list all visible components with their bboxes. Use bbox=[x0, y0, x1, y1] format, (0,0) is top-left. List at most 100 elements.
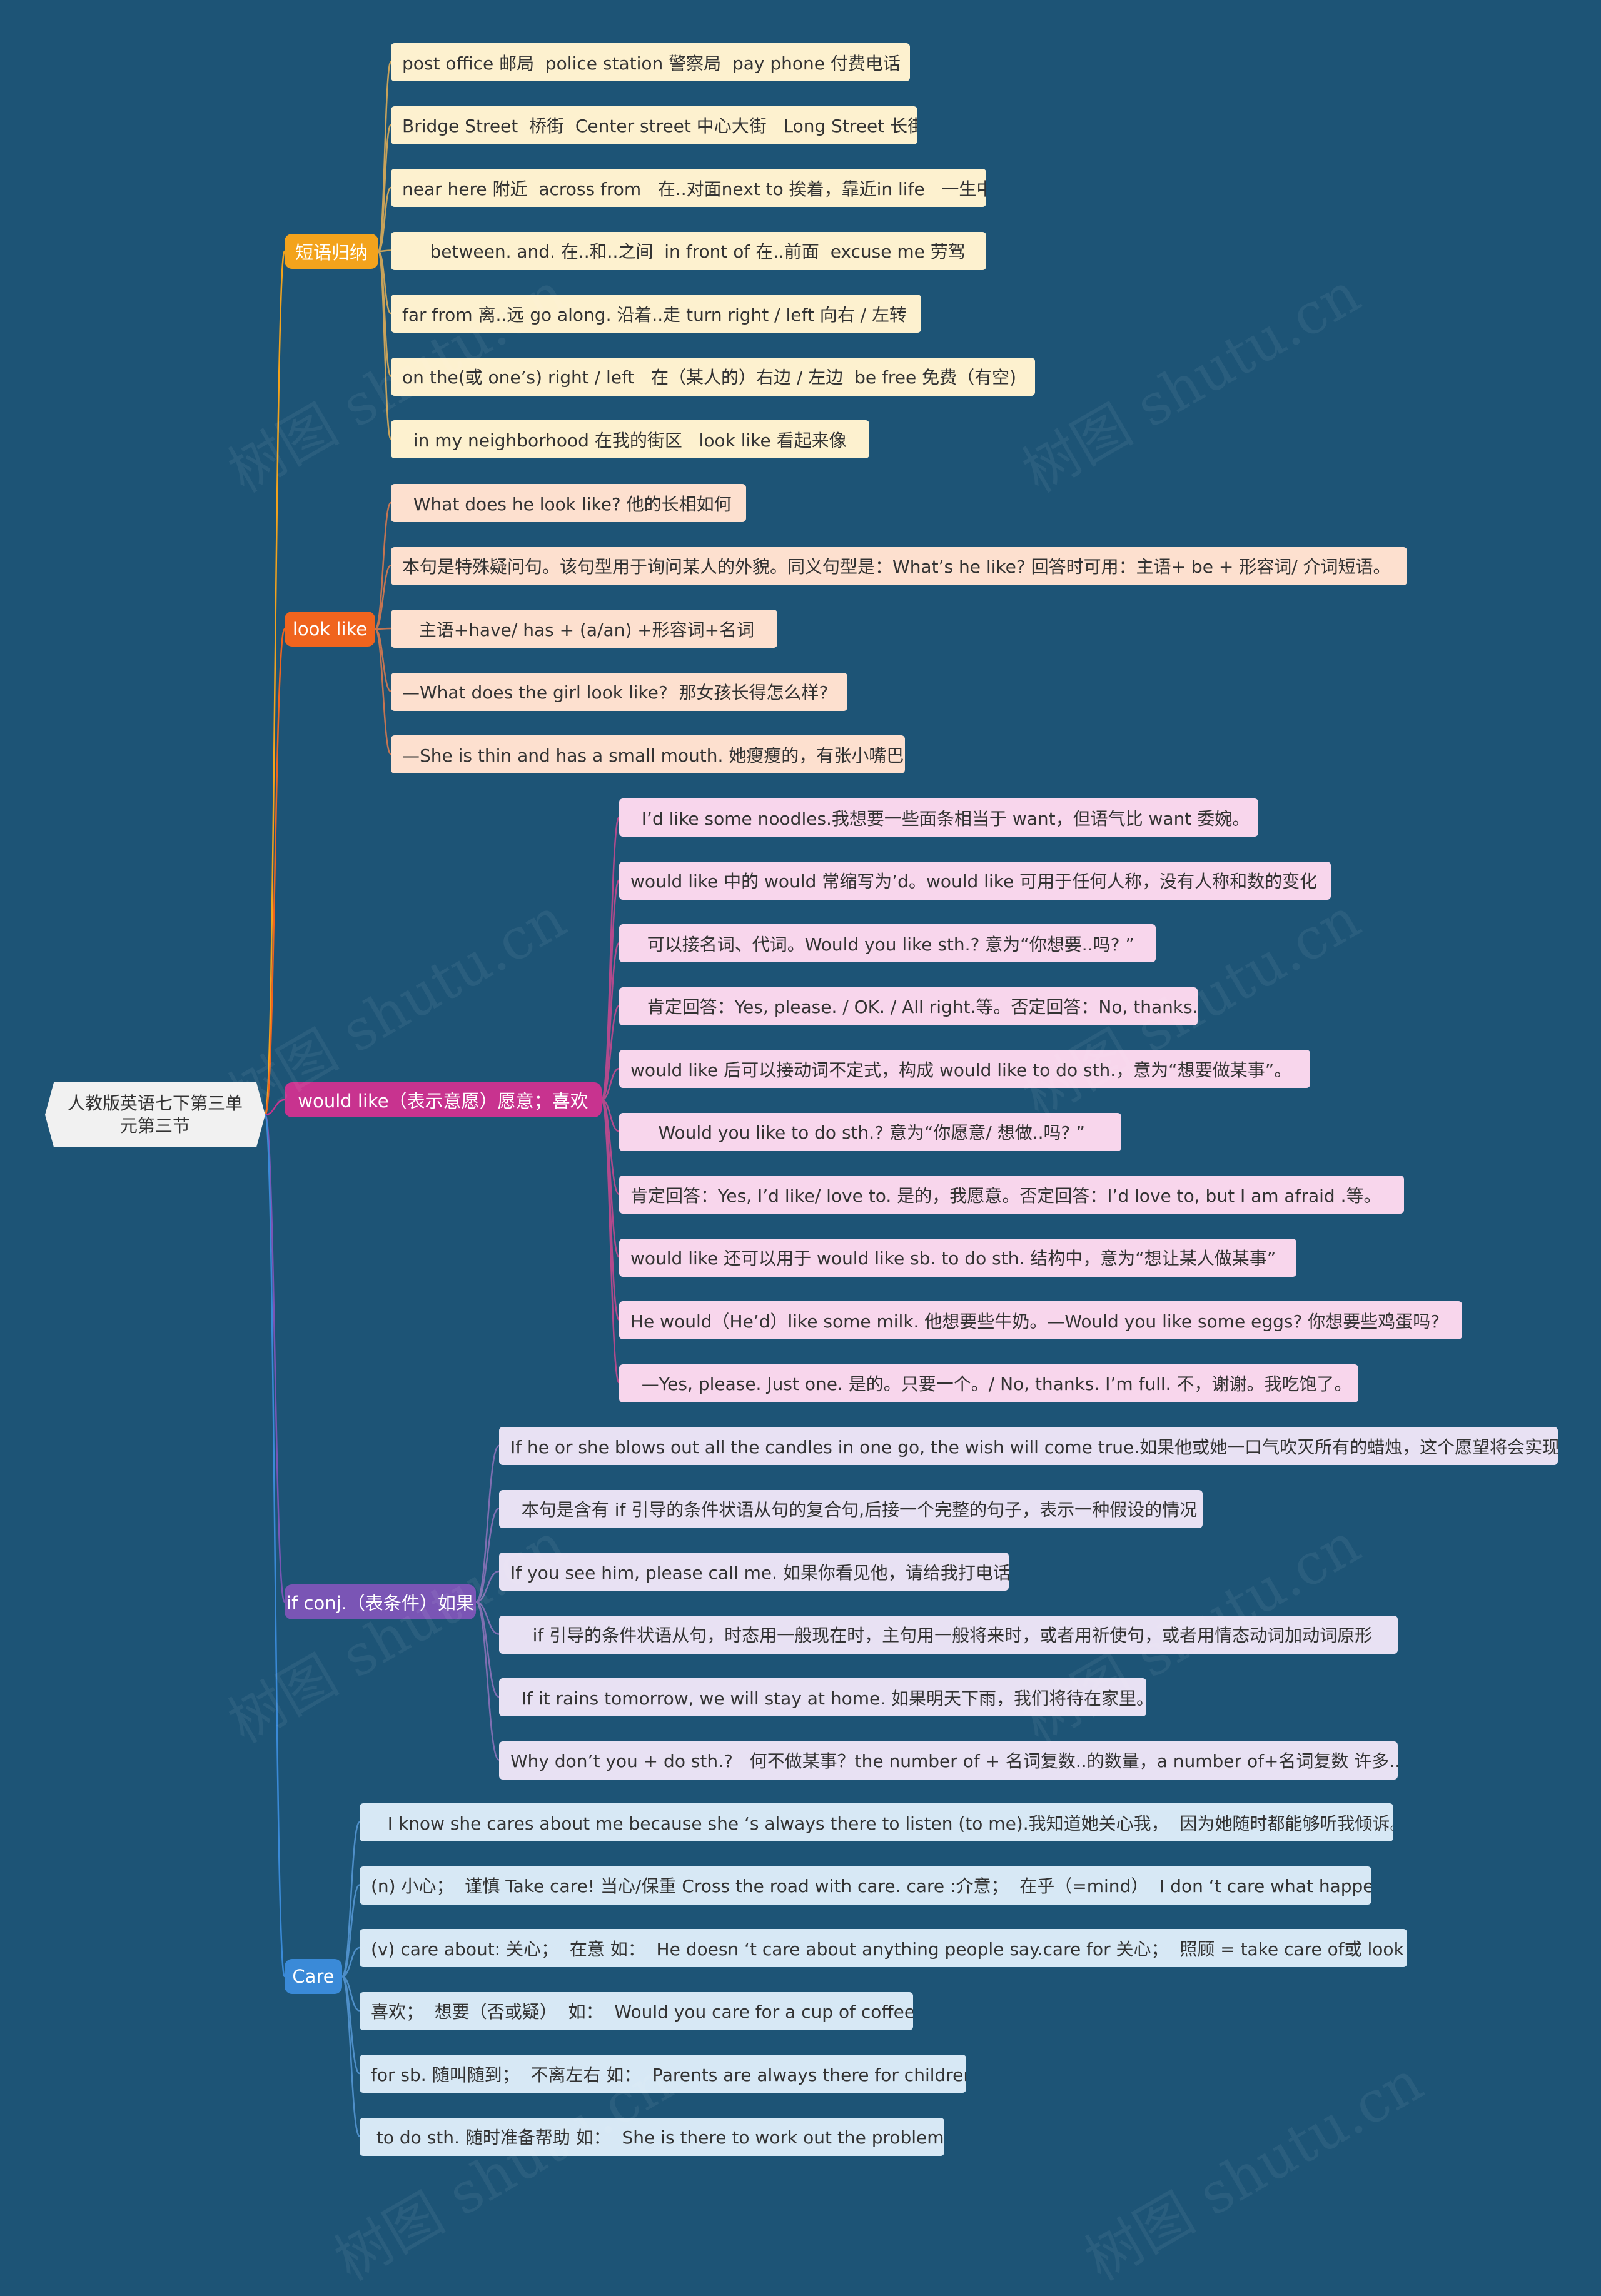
connector-lines bbox=[264, 61, 620, 2137]
if-leaf-2[interactable]: If you see him, please call me. 如果你看见他，请… bbox=[499, 1553, 1009, 1591]
leaf-text: —She is thin and has a small mouth. 她瘦瘦的… bbox=[402, 745, 904, 766]
care-leaf-1[interactable]: (n) 小心； 谨慎 Take care! 当心/保重 Cross the ro… bbox=[360, 1866, 1371, 1905]
phrases-leaf-0[interactable]: post office 邮局 police station 警察局 pay ph… bbox=[391, 43, 910, 81]
if-leaf-0[interactable]: If he or she blows out all the candles i… bbox=[499, 1427, 1558, 1465]
leaf-text: He would（He’d）like some milk. 他想要些牛奶。—Wo… bbox=[630, 1311, 1440, 1332]
leaf-text: If he or she blows out all the candles i… bbox=[510, 1436, 1558, 1458]
leaf-text: If you see him, please call me. 如果你看见他，请… bbox=[510, 1562, 1009, 1583]
if-leaf-line-5 bbox=[475, 1601, 500, 1761]
phrases-leaf-3[interactable]: between. and. 在..和..之间 in front of 在..前面… bbox=[391, 231, 986, 270]
would-leaf-3[interactable]: 肯定回答：Yes, please. / OK. / All right.等。否定… bbox=[619, 987, 1198, 1025]
branch-label: if conj.（表条件）如果 bbox=[286, 1593, 474, 1614]
leaf-text: —What does the girl look like? 那女孩长得怎么样? bbox=[402, 682, 829, 703]
phrases-leaf-6[interactable]: in my neighborhood 在我的街区 look like 看起来像 bbox=[391, 420, 869, 458]
if-leaf-line-0 bbox=[475, 1444, 500, 1603]
would-leaf-9[interactable]: —Yes, please. Just one. 是的。只要一个。/ No, th… bbox=[619, 1364, 1358, 1402]
if-leaf-1[interactable]: 本句是含有 if 引导的条件状语从句的复合句,后接一个完整的句子，表示一种假设的… bbox=[499, 1489, 1203, 1528]
would-leaf-8[interactable]: He would（He’d）like some milk. 他想要些牛奶。—Wo… bbox=[619, 1301, 1462, 1339]
if-leaf-line-3 bbox=[475, 1601, 500, 1635]
branch-care[interactable]: Care bbox=[285, 1959, 342, 1994]
leaf-text: to do sth. 随时准备帮助 如： She is there to wor… bbox=[371, 2127, 944, 2148]
leaf-text: (n) 小心； 谨慎 Take care! 当心/保重 Cross the ro… bbox=[371, 1876, 1371, 1896]
mind-map: 人教版英语七下第三单元第三节 短语归纳 post office 邮局 police… bbox=[45, 43, 1558, 2293]
if-leaf-5[interactable]: Why don’t you + do sth.? 何不做某事？the numbe… bbox=[499, 1741, 1398, 1780]
look-leaf-line-0 bbox=[374, 501, 392, 630]
leaf-text: near here 附近 across from 在..对面next to 挨着… bbox=[402, 178, 986, 199]
care-leaf-line-0 bbox=[341, 1821, 361, 1978]
care-leaf-line-1 bbox=[341, 1884, 361, 1978]
root-node[interactable]: 人教版英语七下第三单元第三节 bbox=[45, 1082, 265, 1147]
branch-label: look like bbox=[292, 618, 368, 640]
care-leaf-line-3 bbox=[341, 1975, 360, 2012]
would-leaf-6[interactable]: 肯定回答：Yes, I’d like/ love to. 是的，我愿意。否定回答… bbox=[619, 1176, 1404, 1214]
leaf-text: 肯定回答：Yes, I’d like/ love to. 是的，我愿意。否定回答… bbox=[630, 1185, 1381, 1206]
if-leaf-4[interactable]: If it rains tomorrow, we will stay at ho… bbox=[499, 1678, 1146, 1716]
care-leaf-line-2 bbox=[341, 1946, 360, 1978]
leaf-text: 本句是含有 if 引导的条件状语从句的复合句,后接一个完整的句子，表示一种假设的… bbox=[510, 1499, 1198, 1520]
care-leaf-2[interactable]: (v) care about: 关心； 在意 如： He doesn ‘t ca… bbox=[360, 1929, 1407, 1967]
phrases-leaf-line-6 bbox=[377, 250, 392, 440]
would-leaf-5[interactable]: Would you like to do sth.? 意为“你愿意/ 想做..吗… bbox=[619, 1112, 1121, 1151]
look-leaf-3[interactable]: —What does the girl look like? 那女孩长得怎么样? bbox=[391, 672, 847, 711]
phrases-leaf-2[interactable]: near here 附近 across from 在..对面next to 挨着… bbox=[391, 169, 986, 207]
would-leaf-1[interactable]: would like 中的 would 常缩写为’d。would like 可用… bbox=[619, 861, 1331, 900]
care-leaf-3[interactable]: 喜欢； 想要（否或疑） 如： Would you care for a cup … bbox=[360, 1991, 913, 2030]
leaf-text: far from 离..远 go along. 沿着..走 turn right… bbox=[402, 304, 907, 325]
look-leaf-4[interactable]: —She is thin and has a small mouth. 她瘦瘦的… bbox=[391, 735, 905, 773]
root-to-would-line bbox=[265, 1099, 285, 1116]
would-leaf-0[interactable]: I’d like some noodles.我想要一些面条相当于 want，但语… bbox=[619, 798, 1258, 837]
leaf-text: What does he look like? 他的长相如何 bbox=[402, 493, 732, 515]
leaf-text: for sb. 随叫随到； 不离左右 如： Parents are always… bbox=[371, 2064, 966, 2085]
leaf-text: Would you like to do sth.? 意为“你愿意/ 想做..吗… bbox=[630, 1122, 1085, 1143]
if-leaf-3[interactable]: if 引导的条件状语从句，时态用一般现在时，主句用一般将来时，或者用祈使句，或者… bbox=[499, 1615, 1398, 1654]
branch-if[interactable]: if conj.（表条件）如果 bbox=[285, 1584, 476, 1619]
would-leaf-line-3 bbox=[600, 1005, 620, 1101]
would-leaf-7[interactable]: would like 还可以用于 would like sb. to do st… bbox=[619, 1238, 1296, 1277]
care-leaf-5[interactable]: to do sth. 随时准备帮助 如： She is there to wor… bbox=[360, 2117, 944, 2156]
branch-would[interactable]: would like（表示意愿）愿意；喜欢 bbox=[285, 1082, 602, 1117]
leaf-text: 肯定回答：Yes, please. / OK. / All right.等。否定… bbox=[630, 997, 1198, 1017]
leaf-text: post office 邮局 police station 警察局 pay ph… bbox=[402, 53, 901, 74]
branch-phrases[interactable]: 短语归纳 bbox=[285, 234, 378, 269]
would-leaf-line-4 bbox=[601, 1067, 620, 1101]
care-leaf-0[interactable]: I know she cares about me because she ‘s… bbox=[360, 1803, 1393, 1841]
leaf-text: 可以接名词、代词。Would you like sth.? 意为“你想要..吗?… bbox=[630, 934, 1134, 955]
care-leaf-line-5 bbox=[341, 1975, 361, 2137]
phrases-leaf-line-3 bbox=[378, 249, 391, 253]
leaf-text: would like 还可以用于 would like sb. to do st… bbox=[630, 1248, 1276, 1269]
leaf-text: 主语+have/ has + (a/an) +形容词+名词 bbox=[402, 619, 755, 640]
leaf-text: if 引导的条件状语从句，时态用一般现在时，主句用一般将来时，或者用祈使句，或者… bbox=[510, 1625, 1373, 1646]
leaf-text: 本句是特殊疑问句。该句型用于询问某人的外貌。同义句型是：What’s he li… bbox=[402, 556, 1391, 577]
phrases-leaf-4[interactable]: far from 离..远 go along. 沿着..走 turn right… bbox=[391, 295, 921, 333]
would-leaf-4[interactable]: would like 后可以接动词不定式，构成 would like to do… bbox=[619, 1050, 1310, 1088]
leaf-text: would like 中的 would 常缩写为’d。would like 可用… bbox=[630, 871, 1318, 892]
look-leaf-0[interactable]: What does he look like? 他的长相如何 bbox=[391, 484, 746, 522]
phrases-leaf-1[interactable]: Bridge Street 桥街 Center street 中心大街 Long… bbox=[391, 106, 917, 144]
leaf-text: on the(或 one’s) right / left 在（某人的）右边 / … bbox=[402, 367, 1017, 388]
if-leaf-line-1 bbox=[475, 1508, 500, 1603]
phrases-leaf-line-2 bbox=[377, 186, 392, 253]
look-leaf-line-1 bbox=[375, 565, 391, 630]
root-title: 人教版英语七下第三单元第三节 bbox=[67, 1093, 243, 1136]
branch-look[interactable]: look like bbox=[285, 612, 375, 647]
leaf-text: (v) care about: 关心； 在意 如： He doesn ‘t ca… bbox=[371, 1938, 1407, 1960]
leaf-text: —Yes, please. Just one. 是的。只要一个。/ No, th… bbox=[630, 1374, 1352, 1394]
if-leaf-line-2 bbox=[475, 1570, 500, 1603]
root-to-care-line bbox=[264, 1114, 286, 1978]
would-leaf-line-2 bbox=[600, 942, 620, 1101]
would-leaf-line-8 bbox=[600, 1099, 620, 1321]
look-leaf-1[interactable]: 本句是特殊疑问句。该句型用于询问某人的外貌。同义句型是：What’s he li… bbox=[391, 546, 1407, 585]
leaf-text: If it rains tomorrow, we will stay at ho… bbox=[510, 1688, 1146, 1709]
care-leaf-4[interactable]: for sb. 随叫随到； 不离左右 如： Parents are always… bbox=[360, 2055, 966, 2093]
look-leaf-2[interactable]: 主语+have/ has + (a/an) +形容词+名词 bbox=[391, 610, 777, 648]
leaf-text: I’d like some noodles.我想要一些面条相当于 want，但语… bbox=[630, 808, 1250, 829]
leaf-text: in my neighborhood 在我的街区 look like 看起来像 bbox=[402, 430, 847, 451]
look-leaf-line-2 bbox=[375, 627, 391, 630]
branch-label: would like（表示意愿）愿意；喜欢 bbox=[298, 1090, 588, 1112]
root-to-look-line bbox=[264, 628, 286, 1116]
branch-label: Care bbox=[292, 1966, 335, 1987]
phrases-leaf-5[interactable]: on the(或 one’s) right / left 在（某人的）右边 / … bbox=[391, 357, 1035, 396]
would-leaf-2[interactable]: 可以接名词、代词。Would you like sth.? 意为“你想要..吗?… bbox=[619, 924, 1156, 962]
leaf-text: Why don’t you + do sth.? 何不做某事？the numbe… bbox=[510, 1751, 1398, 1771]
would-leaf-line-1 bbox=[600, 879, 620, 1101]
